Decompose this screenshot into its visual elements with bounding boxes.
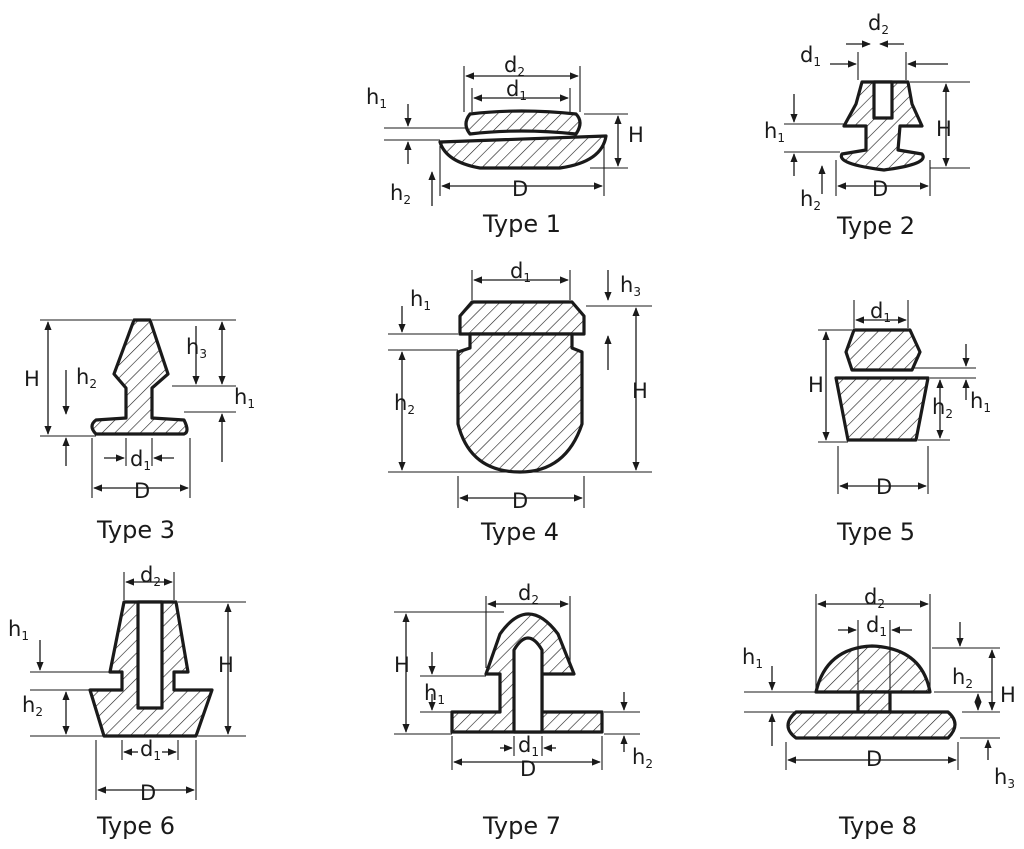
type-4-label-D: D — [512, 489, 528, 513]
type-7-label-h1: h1 — [424, 681, 445, 707]
type-4-label-h2: h2 — [394, 391, 415, 417]
type-1-base — [438, 134, 608, 170]
type-2-label-d1: d1 — [800, 43, 821, 69]
type-4-head — [458, 300, 586, 336]
type-7-label-d1: d1 — [518, 733, 539, 759]
type-5-cap — [844, 328, 922, 372]
type-2-label-d2: d2 — [868, 11, 889, 37]
type-8-label-h2: h2 — [952, 665, 973, 691]
type-1-label-h2: h2 — [390, 181, 411, 207]
type-1-caption: Type 1 — [482, 210, 561, 238]
type-4-label-h1: h1 — [410, 287, 431, 313]
type-4-diagram: d1 h3 h1 H h2 D Type 4 — [388, 259, 652, 546]
type-2-caption: Type 2 — [836, 212, 915, 240]
type-7-slot — [512, 636, 544, 734]
type-3-label-D: D — [134, 479, 150, 503]
type-5-diagram: d1 H h2 h1 D Type 5 — [808, 299, 991, 546]
type-1-cap — [464, 109, 582, 136]
type-6-label-H: H — [218, 653, 234, 677]
type-1-label-d1: d1 — [506, 77, 527, 103]
type-7-caption: Type 7 — [482, 812, 561, 840]
type-3-label-h3: h3 — [186, 335, 207, 361]
type-3-caption: Type 3 — [96, 516, 175, 544]
type-8-diagram: d2 d1 h1 h2 H D h3 Type 8 — [742, 585, 1016, 840]
type-1-diagram: d2 d1 h1 H D h2 Type 1 — [366, 53, 644, 238]
type-2-label-H: H — [936, 117, 952, 141]
type-5-label-h1: h1 — [970, 389, 991, 415]
type-6-label-h1: h1 — [8, 617, 29, 643]
type-4-label-d1: d1 — [510, 259, 531, 285]
type-5-caption: Type 5 — [836, 518, 915, 546]
type-8-stem — [856, 690, 892, 714]
type-3-body — [90, 318, 189, 436]
type-8-label-d2: d2 — [864, 585, 885, 611]
type-5-label-d1: d1 — [870, 299, 891, 325]
type-4-body — [456, 332, 584, 474]
type-7-label-H: H — [394, 653, 410, 677]
type-2-slot — [872, 80, 894, 120]
type-8-label-d1: d1 — [866, 613, 887, 639]
type-2-label-h2: h2 — [800, 187, 821, 213]
type-3-label-h2: h2 — [76, 365, 97, 391]
type-5-body — [834, 376, 930, 442]
type-7-diagram: d2 H h1 d1 D h2 Type 7 — [394, 581, 653, 840]
type-6-caption: Type 6 — [96, 812, 175, 840]
type-1-label-d2: d2 — [504, 53, 525, 79]
type-8-label-h3: h3 — [994, 765, 1015, 791]
type-7-label-d2: d2 — [518, 581, 539, 607]
type-1-label-H: H — [628, 123, 644, 147]
type-5-label-D: D — [876, 475, 892, 499]
type-2-label-D: D — [872, 177, 888, 201]
type-2-body — [839, 80, 925, 172]
type-1-label-h1: h1 — [366, 85, 387, 111]
type-5-label-H: H — [808, 373, 824, 397]
type-5-label-h2: h2 — [932, 395, 953, 421]
type-3-label-h1: h1 — [234, 385, 255, 411]
type-8-label-H: H — [1000, 683, 1016, 707]
type-4-label-h3: h3 — [620, 273, 641, 299]
type-8-caption: Type 8 — [838, 812, 917, 840]
type-2-label-h1: h1 — [764, 119, 785, 145]
type-7-label-D: D — [520, 757, 536, 781]
type-1-label-D: D — [512, 177, 528, 201]
type-4-label-H: H — [632, 379, 648, 403]
type-6-label-d1: d1 — [140, 737, 161, 763]
type-6-label-D: D — [140, 781, 156, 805]
type-3-diagram: H h2 h3 h1 d1 D Type 3 — [24, 318, 255, 544]
type-8-label-h1: h1 — [742, 645, 763, 671]
type-3-label-H: H — [24, 367, 40, 391]
type-6-bore — [136, 600, 164, 710]
type-8-dome — [814, 644, 932, 694]
type-7-label-h2: h2 — [632, 745, 653, 771]
type-6-diagram: d2 H h1 h2 d1 D Type 6 — [8, 563, 246, 840]
type-4-caption: Type 4 — [480, 518, 559, 546]
type-6-label-h2: h2 — [22, 693, 43, 719]
type-8-base — [786, 710, 957, 740]
type-6-label-d2: d2 — [140, 563, 161, 589]
type-2-diagram: d2 d1 H h1 D h2 Type 2 — [764, 11, 970, 240]
type-8-label-D: D — [866, 747, 882, 771]
type-3-label-d1: d1 — [130, 447, 151, 473]
